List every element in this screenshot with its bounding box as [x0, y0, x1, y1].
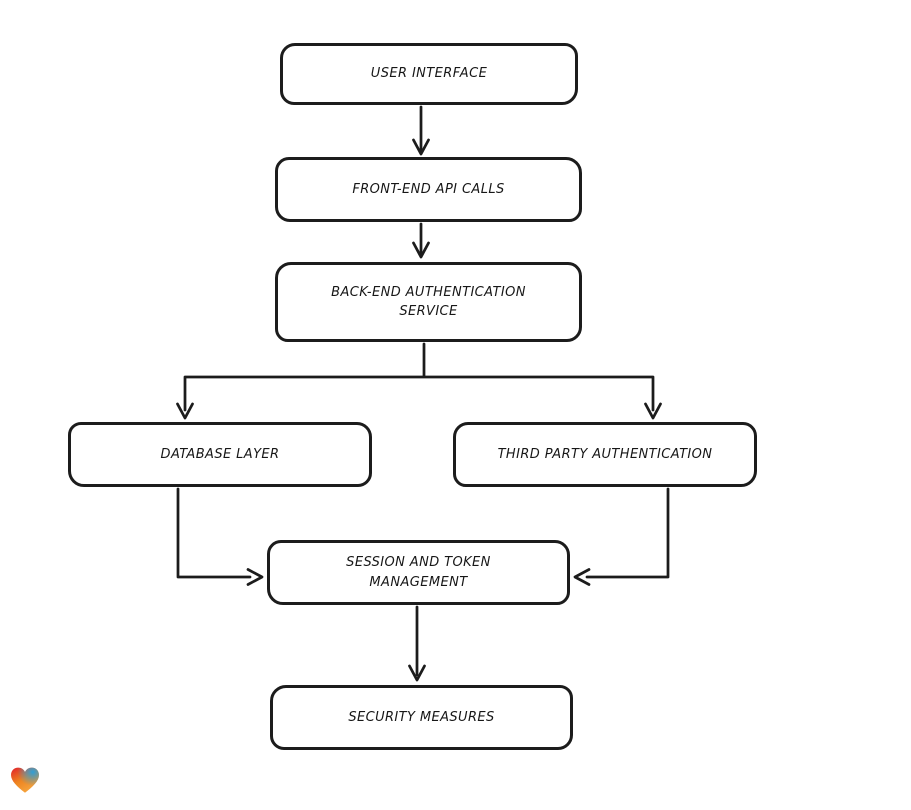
edge-thirdparty-to-session — [585, 487, 670, 579]
node-database-layer: DATABASE LAYER — [68, 422, 372, 487]
arrowhead-right-icon — [246, 568, 264, 586]
arrowhead-down-icon — [176, 402, 194, 420]
node-label: USER INTERFACE — [370, 66, 488, 82]
arrowhead-down-icon — [408, 664, 426, 682]
arrowhead-down-icon — [412, 241, 430, 259]
arrowhead-down-icon — [412, 138, 430, 156]
node-label: THIRD PARTY AUTHENTICATION — [497, 446, 713, 462]
node-label: FRONT-END API CALLS — [352, 181, 505, 197]
node-label: DATABASE LAYER — [160, 446, 280, 462]
node-front-end-api-calls: FRONT-END API CALLS — [275, 157, 582, 222]
node-label: SECURITY MEASURES — [348, 709, 495, 725]
node-session-and-token-management: SESSION AND TOKEN MANAGEMENT — [267, 540, 570, 605]
node-label: SESSION AND TOKEN MANAGEMENT — [346, 555, 491, 590]
edge-database-to-session — [176, 487, 252, 579]
node-label: BACK-END AUTHENTICATION SERVICE — [331, 284, 526, 320]
heart-logo-icon[interactable] — [8, 761, 42, 798]
node-security-measures: SECURITY MEASURES — [270, 685, 573, 750]
arrowhead-left-icon — [573, 568, 591, 586]
node-back-end-authentication-service: BACK-END AUTHENTICATION SERVICE — [275, 262, 582, 342]
node-user-interface: USER INTERFACE — [280, 43, 578, 105]
node-third-party-authentication: THIRD PARTY AUTHENTICATION — [453, 422, 757, 487]
edge-backend-branch-rail — [183, 342, 655, 412]
arrowhead-down-icon — [644, 402, 662, 420]
